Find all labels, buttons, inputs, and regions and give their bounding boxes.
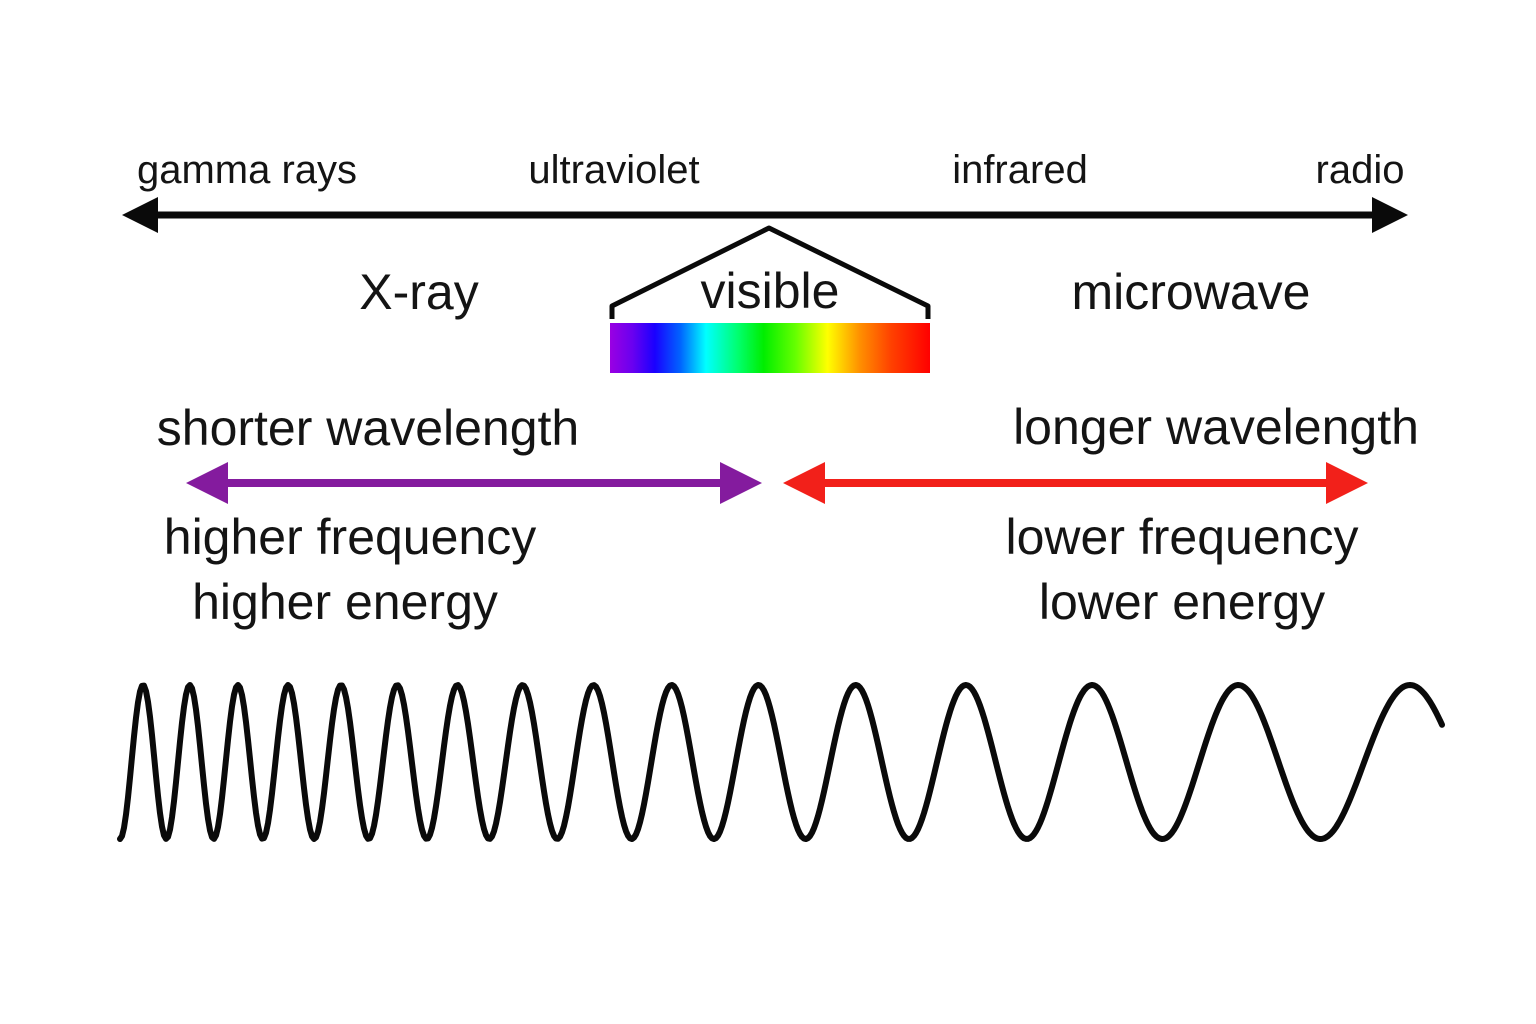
longer-arrowhead-left-icon	[783, 462, 825, 504]
label-shorter-wavelength: shorter wavelength	[156, 400, 580, 456]
label-higher-energy: higher energy	[192, 574, 498, 630]
label-radio: radio	[1315, 148, 1405, 192]
label-visible: visible	[700, 263, 840, 319]
longer-arrowhead-right-icon	[1326, 462, 1368, 504]
label-longer-wavelength: longer wavelength	[1013, 399, 1419, 455]
shorter-arrowhead-left-icon	[186, 462, 228, 504]
label-higher-frequency: higher frequency	[163, 509, 537, 565]
visible-spectrum-bar	[610, 323, 930, 373]
spectrum-axis-arrow	[122, 197, 1408, 233]
longer-wavelength-arrow	[783, 462, 1368, 504]
shorter-wavelength-arrow	[186, 462, 762, 504]
axis-arrowhead-right-icon	[1372, 197, 1408, 233]
label-microwave: microwave	[1071, 264, 1311, 320]
label-infrared: infrared	[952, 148, 1088, 192]
axis-arrowhead-left-icon	[122, 197, 158, 233]
label-lower-frequency: lower frequency	[1005, 509, 1359, 565]
label-xray: X-ray	[359, 264, 479, 320]
label-lower-energy: lower energy	[1038, 574, 1326, 630]
shorter-arrowhead-right-icon	[720, 462, 762, 504]
em-wave	[117, 682, 1445, 842]
visible-bracket	[609, 225, 931, 319]
label-ultraviolet: ultraviolet	[528, 148, 700, 192]
label-gamma-rays: gamma rays	[136, 148, 358, 192]
